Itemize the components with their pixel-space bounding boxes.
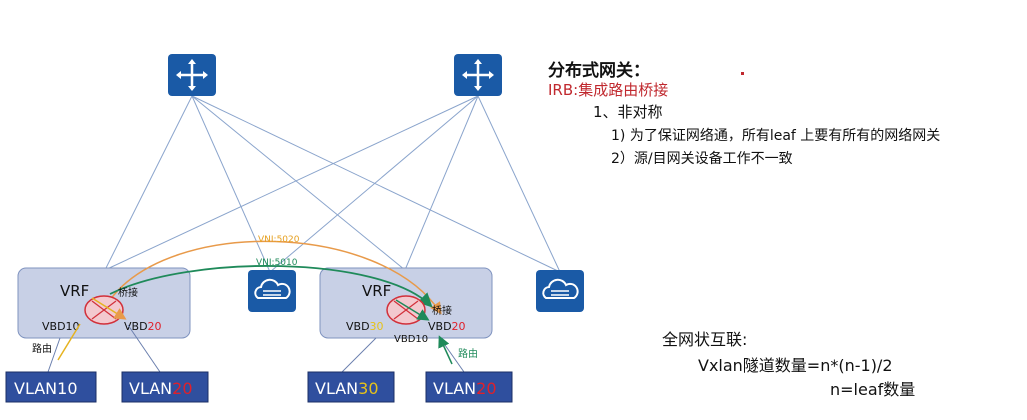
mesh-n-definition: n=leaf数量	[830, 380, 916, 399]
router-icon	[454, 54, 502, 96]
mesh-formula: Vxlan隧道数量=n*(n-1)/2	[698, 356, 893, 375]
vni-green-label: VNI:5010	[256, 258, 298, 268]
vlan-box: VLAN30	[307, 371, 395, 403]
route-arrow-right	[438, 335, 453, 365]
router-icon	[168, 54, 216, 96]
red-dot	[741, 72, 744, 75]
leaf-left-vbd10: VBD10	[42, 320, 80, 333]
leaf-right-bridge: 桥接	[432, 304, 452, 317]
leaf-left-vrf: VRF	[60, 282, 89, 300]
vlan-box: VLAN10	[5, 371, 97, 403]
leaf-right-vrf: VRF	[362, 282, 391, 300]
router-symbol	[84, 295, 124, 325]
leaf-right-vbd30: VBD30	[346, 320, 384, 333]
leaf-left-vbd20: VBD20	[124, 320, 162, 333]
cloud-switch-icon	[248, 270, 296, 312]
leaf-right-vbd20: VBD20	[428, 320, 466, 333]
notes-item-1-1: 1) 为了保证网络通，所有leaf 上要有所有的网络网关	[611, 128, 941, 144]
notes-title: 分布式网关：	[548, 61, 650, 81]
cloud-switch-icon	[536, 270, 584, 312]
notes-subtitle: IRB:集成路由桥接	[548, 81, 669, 99]
vni-orange-arc	[109, 240, 442, 315]
vni-orange-label: VNI:5020	[258, 235, 300, 245]
svg-text:VLAN20: VLAN20	[129, 379, 193, 398]
leaf-left-bridge: 桥接	[118, 286, 138, 299]
fabric-links	[104, 95, 561, 273]
notes-item-1-2: 2）源/目网关设备工作不一致	[611, 151, 793, 167]
mesh-title: 全网状互联:	[662, 330, 748, 349]
svg-text:VLAN20: VLAN20	[433, 379, 497, 398]
route-label-right: 路由	[458, 347, 478, 360]
leaf-right-vbd10: VBD10	[394, 334, 428, 345]
svg-text:VLAN30: VLAN30	[315, 379, 379, 398]
svg-text:VLAN10: VLAN10	[14, 379, 78, 398]
route-label-left: 路由	[32, 342, 52, 355]
route-arrow-left	[57, 323, 81, 361]
router-symbol	[386, 295, 426, 325]
vni-green-arc	[109, 265, 433, 308]
vlan-box: VLAN20	[425, 371, 513, 403]
notes-item-1: 1、非对称	[593, 103, 663, 121]
vlan-box: VLAN20	[121, 371, 209, 403]
